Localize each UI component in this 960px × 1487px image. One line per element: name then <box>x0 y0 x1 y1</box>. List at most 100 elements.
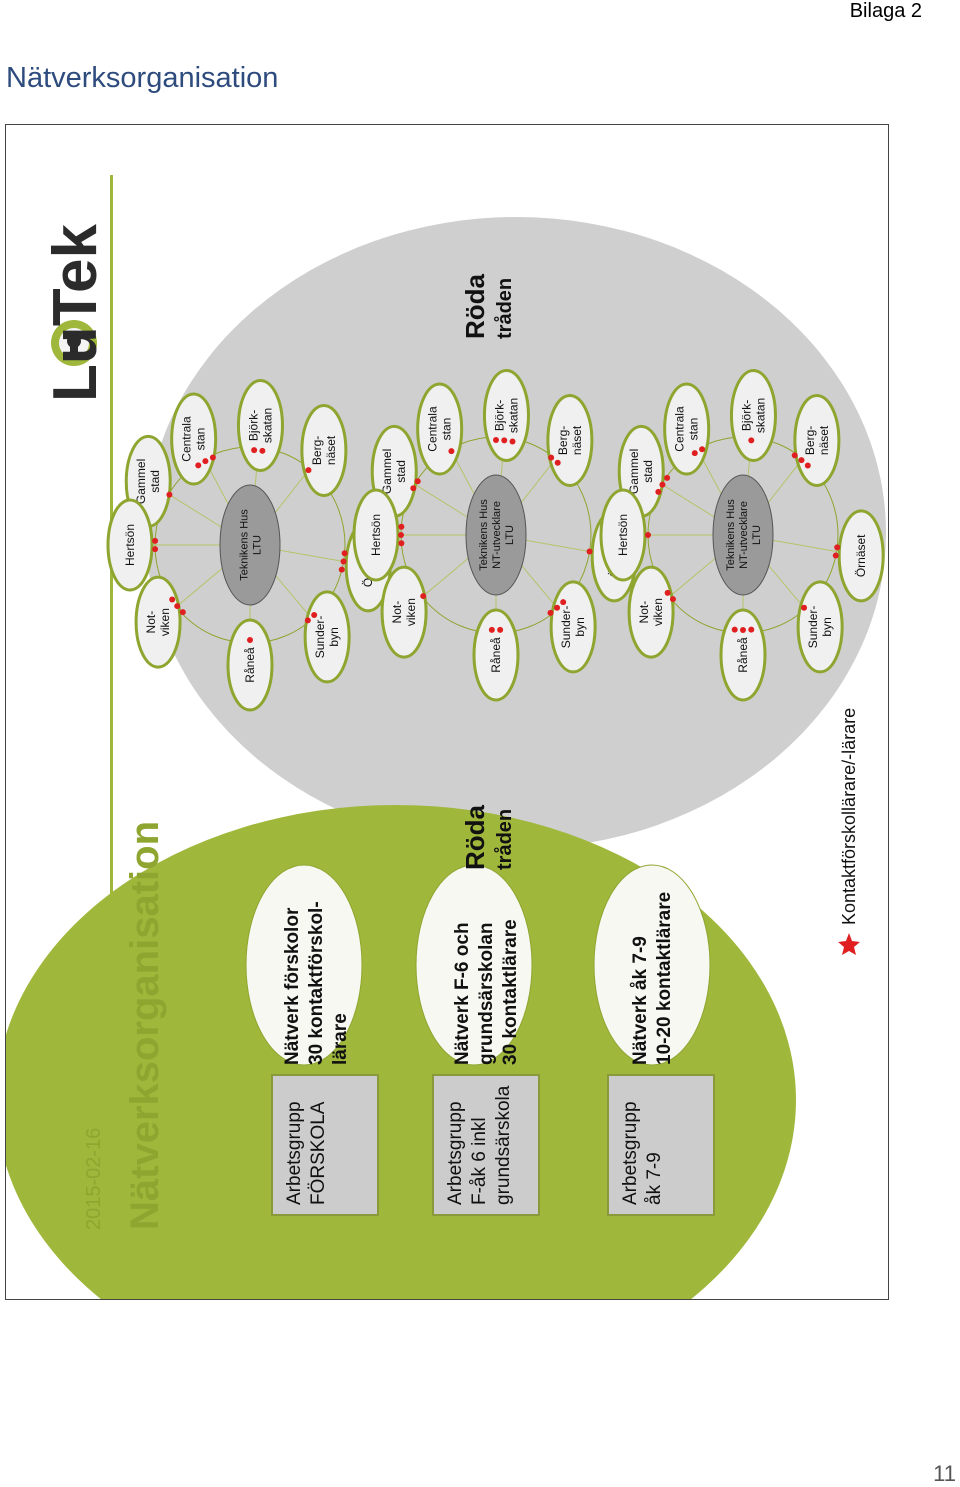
area-node: Björk-skatan <box>236 378 284 472</box>
logo-text: LuTek <box>41 223 110 401</box>
star-icon <box>420 593 427 600</box>
roda-label: Röda <box>460 273 490 339</box>
area-node: Örnäset <box>837 509 885 603</box>
area-label: Sunder- <box>313 616 327 659</box>
star-icon <box>202 458 209 465</box>
area-label: näset <box>324 435 338 465</box>
star-icon <box>341 550 348 557</box>
star-icon <box>247 637 253 643</box>
workgroup-line: F-åk 6 inkl <box>469 1117 490 1205</box>
area-node: Björk-skatan <box>482 368 530 462</box>
area-label: stad <box>394 460 408 483</box>
network-line: Nätverk åk 7-9 <box>630 936 651 1065</box>
star-icon <box>748 626 755 633</box>
star-icon <box>586 548 593 555</box>
area-label: Gammel <box>134 459 148 504</box>
star-icon <box>699 446 706 453</box>
area-label: Hertsön <box>616 514 630 556</box>
cluster-center-label: LTU <box>751 525 763 545</box>
area-label: näset <box>570 425 584 455</box>
area-label: skatan <box>506 398 520 433</box>
network-line: 30 kontaktlärare <box>500 919 521 1065</box>
star-icon <box>169 596 176 603</box>
star-icon <box>791 452 798 459</box>
star-icon <box>259 447 266 454</box>
star-icon <box>740 627 746 633</box>
star-icon <box>548 454 555 461</box>
workgroup-line: FÖRSKOLA <box>308 1101 329 1205</box>
area-node: Berg-näset <box>546 393 594 487</box>
star-icon <box>645 532 651 538</box>
document-title: Nätverksorganisation <box>6 62 279 94</box>
area-label: viken <box>158 608 172 636</box>
area-label: stad <box>148 470 162 493</box>
star-icon <box>731 626 738 633</box>
area-label: viken <box>651 598 665 626</box>
network-line: grundsärskolan <box>476 922 497 1065</box>
workgroup-line: Arbetsgrupp <box>445 1101 466 1205</box>
area-node: Berg-näset <box>300 403 348 497</box>
area-label: byn <box>820 617 834 636</box>
star-icon <box>311 612 318 619</box>
star-icon <box>664 474 671 481</box>
legend: Kontaktförskollärare/-lärare <box>838 708 860 955</box>
area-label: Björk- <box>246 410 260 441</box>
area-node: Sunder-byn <box>796 580 844 674</box>
traden-label: tråden <box>493 809 516 870</box>
network-line: lärare <box>330 1013 351 1065</box>
star-icon <box>838 933 860 955</box>
star-icon <box>488 626 495 633</box>
star-icon <box>560 599 567 606</box>
roda-traden-gray: Röda tråden <box>460 273 516 339</box>
area-node: Råneå <box>472 608 520 702</box>
area-label: Berg- <box>556 426 570 455</box>
star-icon <box>748 437 755 444</box>
area-label: stan <box>194 428 208 451</box>
star-icon <box>659 481 666 488</box>
star-icon <box>398 532 404 538</box>
area-label: skatan <box>260 408 274 443</box>
star-icon <box>251 447 258 454</box>
star-icon <box>152 546 159 553</box>
area-label: Sunder- <box>559 606 573 649</box>
star-icon <box>174 603 181 610</box>
star-icon <box>179 609 186 616</box>
cluster-center-label: Teknikens Hus <box>239 509 251 581</box>
workgroup-line: Arbetsgrupp <box>284 1101 305 1205</box>
star-icon <box>410 485 417 492</box>
slide-image: LuTek Nätverksorganisation 2015-02-16 Ar… <box>5 124 889 1300</box>
star-icon <box>834 544 841 551</box>
area-label: näset <box>817 425 831 455</box>
area-node: Hertsön <box>352 488 400 582</box>
area-node: Sunder-byn <box>549 580 597 674</box>
star-icon <box>832 552 839 559</box>
star-icon <box>448 448 455 455</box>
network-line: 30 kontaktförskol- <box>306 901 327 1065</box>
network-line: Nätverk F-6 och <box>452 922 473 1065</box>
area-node: Not-viken <box>380 565 428 659</box>
page-number: 11 <box>933 1461 956 1486</box>
area-label: byn <box>573 617 587 636</box>
star-icon <box>497 626 504 633</box>
network-line: Nätverk förskolor <box>282 907 303 1065</box>
star-icon <box>554 459 561 466</box>
area-label: Not- <box>144 611 158 634</box>
star-icon <box>305 467 312 474</box>
area-label: skatan <box>753 398 767 433</box>
workgroup-line: åk 7-9 <box>644 1152 665 1205</box>
area-label: Råneå <box>489 637 503 673</box>
star-icon <box>414 478 421 485</box>
area-label: stan <box>687 418 701 441</box>
roda-traden-green: Röda tråden <box>460 804 516 870</box>
star-icon <box>166 491 173 498</box>
star-icon <box>209 454 216 461</box>
appendix-label: Bilaga 2 <box>849 0 922 22</box>
